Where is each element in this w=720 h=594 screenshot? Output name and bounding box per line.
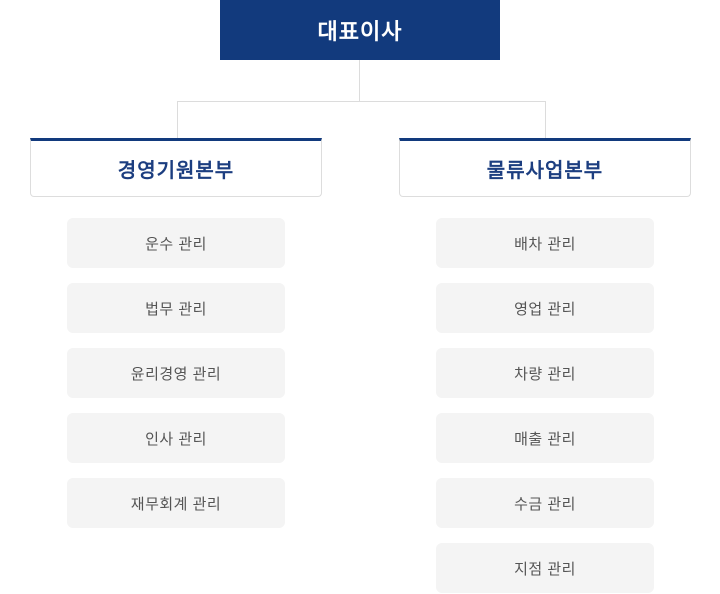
org-node-item: 매출 관리 [436,413,654,463]
org-node-item: 운수 관리 [67,218,285,268]
connector-horizontal [177,101,546,102]
connector-left-vertical [177,101,178,139]
org-node-division-management-support: 경영기원본부 [30,138,322,197]
division-right-items: 배차 관리 영업 관리 차량 관리 매출 관리 수금 관리 지점 관리 [436,218,654,593]
org-node-item: 배차 관리 [436,218,654,268]
division-left-items: 운수 관리 법무 관리 윤리경영 관리 인사 관리 재무회계 관리 [67,218,285,528]
connector-right-vertical [545,101,546,139]
org-node-item: 재무회계 관리 [67,478,285,528]
org-node-item: 윤리경영 관리 [67,348,285,398]
connector-root-vertical [359,60,360,101]
org-node-item: 법무 관리 [67,283,285,333]
org-node-item: 인사 관리 [67,413,285,463]
org-node-item: 수금 관리 [436,478,654,528]
org-node-item: 지점 관리 [436,543,654,593]
org-node-item: 영업 관리 [436,283,654,333]
org-node-ceo: 대표이사 [220,0,500,60]
org-node-item: 차량 관리 [436,348,654,398]
org-node-division-logistics-business: 물류사업본부 [399,138,691,197]
